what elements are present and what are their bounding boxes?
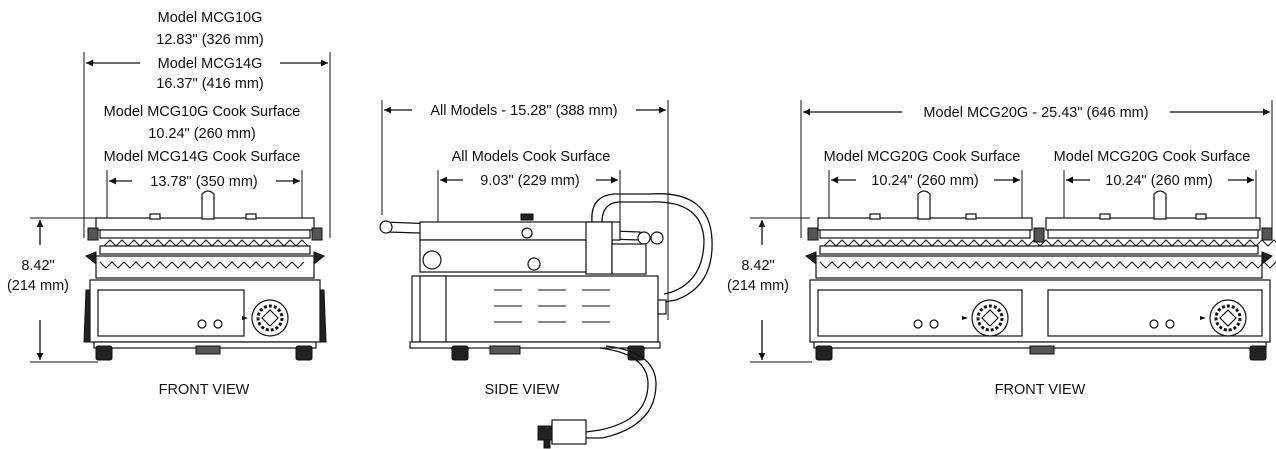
- plug-icon: [551, 419, 587, 445]
- mcg20g-left-cook-dimension: 10.24" (260 mm): [871, 173, 979, 189]
- height-inches: 8.42": [21, 258, 54, 274]
- mcg20g-right-cook-dimension: 10.24" (260 mm): [1105, 173, 1213, 189]
- right-height-mm: (214 mm): [727, 278, 789, 294]
- side-cook-surface-dimension: 9.03" (229 mm): [480, 173, 579, 189]
- model-mcg10g-dimension: 12.83" (326 mm): [156, 32, 264, 48]
- front-view-right: Model MCG20G - 25.43" (646 mm) Model MCG…: [727, 100, 1276, 398]
- mcg14g-cook-surface-label: Model MCG14G Cook Surface: [104, 149, 301, 165]
- side-view: All Models - 15.28" (388 mm) All Models …: [379, 100, 713, 449]
- mcg20g-overall-dimension: Model MCG20G - 25.43" (646 mm): [923, 105, 1148, 121]
- front-view-left: Model MCG10G 12.83" (326 mm) Model MCG14…: [7, 10, 331, 398]
- model-mcg14g-dimension: 16.37" (416 mm): [156, 76, 264, 92]
- all-models-length: All Models - 15.28" (388 mm): [430, 103, 617, 119]
- height-mm: (214 mm): [7, 278, 69, 294]
- front-view-right-caption: FRONT VIEW: [995, 382, 1086, 398]
- mcg20g-right-cook-label: Model MCG20G Cook Surface: [1054, 149, 1251, 165]
- front-view-caption: FRONT VIEW: [159, 382, 250, 398]
- mcg14g-cook-surface-dimension: 13.78" (350 mm): [150, 174, 258, 190]
- grill-front-drawing: [83, 190, 327, 361]
- model-mcg10g-label: Model MCG10G: [158, 10, 263, 26]
- grill-side-drawing: [379, 193, 713, 449]
- mcg10g-cook-surface-label: Model MCG10G Cook Surface: [104, 104, 301, 120]
- mcg20g-left-cook-label: Model MCG20G Cook Surface: [824, 149, 1021, 165]
- side-view-caption: SIDE VIEW: [485, 382, 560, 398]
- mcg10g-cook-surface-dimension: 10.24" (260 mm): [148, 126, 256, 142]
- grill-double-front-drawing: [805, 190, 1276, 361]
- side-cook-surface-label: All Models Cook Surface: [452, 149, 611, 165]
- model-mcg14g-label: Model MCG14G: [158, 56, 263, 72]
- right-height-inches: 8.42": [741, 258, 774, 274]
